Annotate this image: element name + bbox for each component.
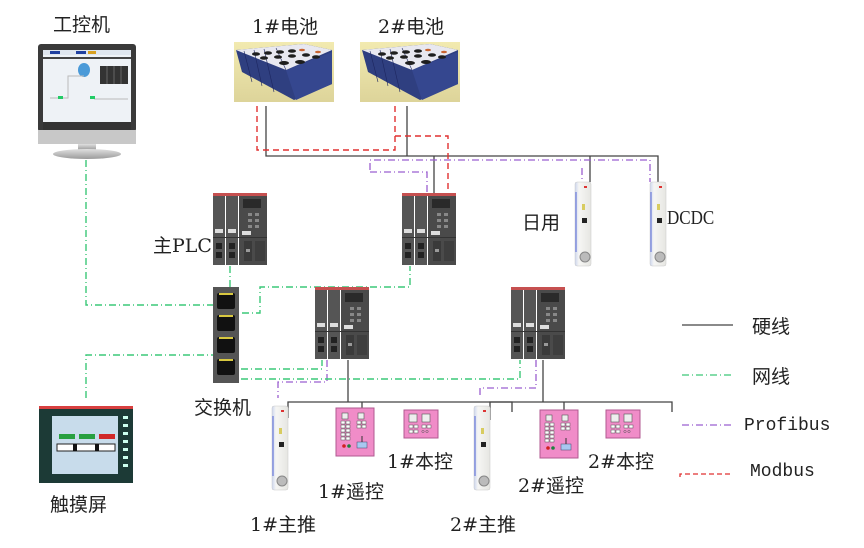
hmi-touchscreen-icon[interactable] bbox=[39, 406, 133, 483]
legend bbox=[679, 324, 733, 477]
switch-label: 交换机 bbox=[194, 397, 252, 419]
plc4-icon[interactable] bbox=[511, 287, 565, 359]
local2-label: 2#本控 bbox=[588, 451, 655, 473]
main-thrust2-label: 2#主推 bbox=[450, 514, 517, 536]
main-plc-label: 主PLC bbox=[153, 235, 212, 257]
ethernet-lines bbox=[85, 160, 521, 398]
battery1-icon bbox=[233, 41, 335, 103]
battery2-icon bbox=[359, 41, 461, 103]
remote2-panel-icon[interactable] bbox=[539, 409, 579, 459]
legend-modbus-swatch bbox=[679, 473, 733, 477]
profibus-lines bbox=[277, 159, 651, 398]
main-plc-icon[interactable] bbox=[213, 193, 267, 265]
legend-modbus-label: Modbus bbox=[750, 462, 815, 482]
daily-drive-icon[interactable] bbox=[574, 181, 592, 267]
legend-hardwire-label: 硬线 bbox=[752, 316, 791, 338]
main-thrust1-label: 1#主推 bbox=[250, 514, 317, 536]
battery1-label: 1#电池 bbox=[252, 16, 319, 38]
legend-ethernet-label: 网线 bbox=[752, 366, 791, 388]
industrial-pc-monitor-icon bbox=[38, 44, 136, 159]
remote1-panel-icon[interactable] bbox=[335, 407, 375, 457]
daily-label: 日用 bbox=[522, 212, 561, 234]
modbus-lines bbox=[256, 106, 449, 196]
dcdc-drive-icon[interactable] bbox=[649, 181, 667, 267]
local2-panel-icon[interactable] bbox=[605, 409, 641, 439]
ipc-label: 工控机 bbox=[53, 14, 111, 36]
plc2-icon[interactable] bbox=[402, 193, 456, 265]
legend-profibus-label: Profibus bbox=[744, 416, 831, 436]
local1-panel-icon[interactable] bbox=[403, 409, 439, 439]
main-thrust2-drive-icon[interactable] bbox=[473, 405, 491, 491]
main-thrust1-drive-icon[interactable] bbox=[271, 405, 289, 491]
plc3-icon[interactable] bbox=[315, 287, 369, 359]
local1-label: 1#本控 bbox=[387, 451, 454, 473]
remote2-label: 2#遥控 bbox=[518, 475, 585, 497]
battery2-label: 2#电池 bbox=[378, 16, 445, 38]
touchscreen-label: 触摸屏 bbox=[50, 494, 108, 516]
network-switch-icon[interactable] bbox=[213, 287, 239, 383]
remote1-label: 1#遥控 bbox=[318, 481, 385, 503]
hardwire-lines bbox=[265, 106, 673, 420]
dcdc-label: DCDC bbox=[667, 207, 715, 229]
